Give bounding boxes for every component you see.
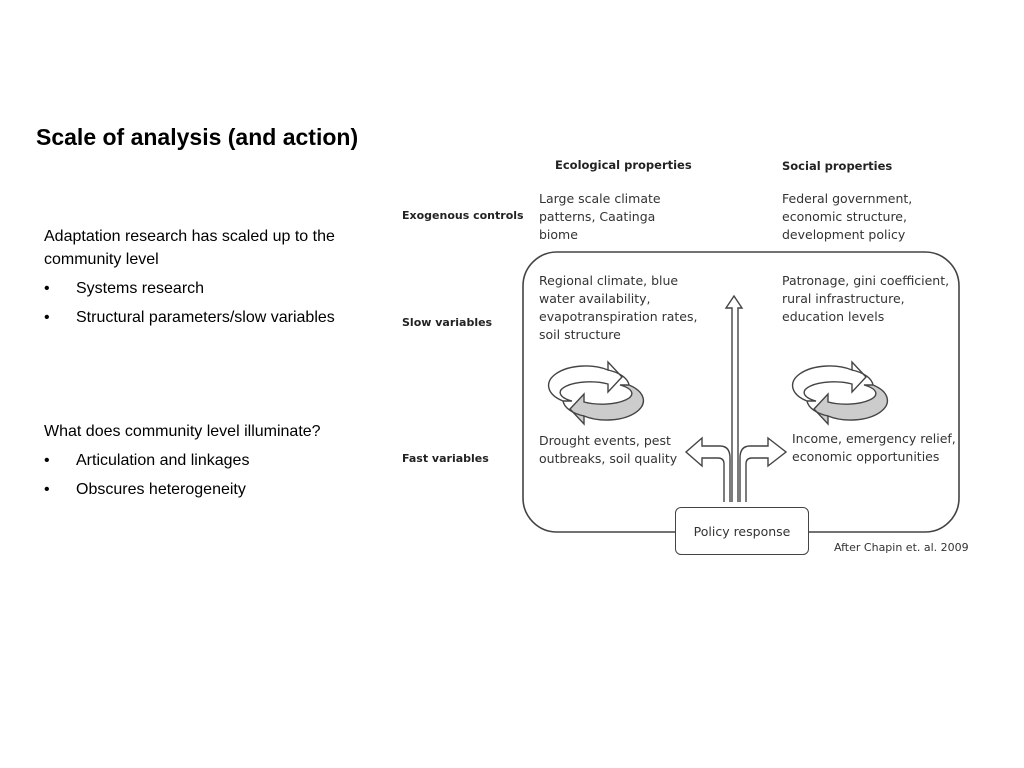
diagram-graphics xyxy=(522,251,960,533)
text-line: outbreaks, soil quality xyxy=(539,451,678,466)
text-block-community: What does community level illuminate? • A… xyxy=(44,420,384,504)
bullet-mark: • xyxy=(44,280,50,297)
text-line: soil structure xyxy=(539,327,621,342)
slide-title: Scale of analysis (and action) xyxy=(36,124,359,150)
header-ecological: Ecological properties xyxy=(555,158,692,172)
text-line: Income, emergency relief, xyxy=(792,431,956,446)
ecological-slow-text: Regional climate, blue water availabilit… xyxy=(539,272,697,344)
text-line: Regional climate, blue xyxy=(539,273,679,288)
list-item: • Articulation and linkages xyxy=(44,446,384,475)
up-arrow-icon xyxy=(724,294,744,502)
text-line: water availability, xyxy=(539,291,651,306)
text-line: rural infrastructure, xyxy=(782,291,905,306)
list-item: • Systems research xyxy=(44,274,384,303)
policy-response-box: Policy response xyxy=(675,507,809,555)
cycle-arrows-icon xyxy=(791,360,889,426)
cycle-arrows-icon xyxy=(547,360,645,426)
row-label-exogenous: Exogenous controls xyxy=(402,209,524,222)
social-slow-text: Patronage, gini coefficient, rural infra… xyxy=(782,272,949,326)
text-line: patterns, Caatinga xyxy=(539,209,656,224)
right-arrow-icon xyxy=(739,436,788,502)
block-intro: Adaptation research has scaled up to the… xyxy=(44,228,335,268)
text-line: Drought events, pest xyxy=(539,433,671,448)
text-line: Patronage, gini coefficient, xyxy=(782,273,950,288)
figure-credit: After Chapin et. al. 2009 xyxy=(834,541,969,554)
list-item-text: Structural parameters/slow variables xyxy=(76,309,335,326)
policy-response-label: Policy response xyxy=(693,523,791,539)
text-line: evapotranspiration rates, xyxy=(539,309,698,324)
bullet-mark: • xyxy=(44,481,50,498)
row-label-slow: Slow variables xyxy=(402,316,493,329)
header-social: Social properties xyxy=(782,159,893,173)
text-line: economic structure, xyxy=(782,209,907,224)
list-item: • Structural parameters/slow variables xyxy=(44,303,384,332)
text-line: economic opportunities xyxy=(792,449,940,464)
text-line: development policy xyxy=(782,227,906,242)
list-item: • Obscures heterogeneity xyxy=(44,475,384,504)
text-line: Large scale climate xyxy=(539,191,661,206)
social-ecological-diagram: Ecological properties Social properties … xyxy=(398,148,998,568)
left-arrow-icon xyxy=(684,436,731,502)
social-exogenous-text: Federal government, economic structure, … xyxy=(782,190,912,244)
bullet-mark: • xyxy=(44,452,50,469)
block-intro: What does community level illuminate? xyxy=(44,423,321,440)
list-item-text: Articulation and linkages xyxy=(76,452,250,469)
text-block-adaptation: Adaptation research has scaled up to the… xyxy=(44,225,384,332)
text-line: Federal government, xyxy=(782,191,913,206)
ecological-fast-text: Drought events, pest outbreaks, soil qua… xyxy=(539,432,677,468)
list-item-text: Obscures heterogeneity xyxy=(76,481,246,498)
social-fast-text: Income, emergency relief, economic oppor… xyxy=(792,430,956,466)
bullet-mark: • xyxy=(44,309,50,326)
bullet-list: • Articulation and linkages • Obscures het… xyxy=(44,446,384,504)
text-line: education levels xyxy=(782,309,885,324)
text-line: biome xyxy=(539,227,578,242)
bullet-list: • Systems research • Structural parameters… xyxy=(44,274,384,332)
row-label-fast: Fast variables xyxy=(402,452,489,465)
ecological-exogenous-text: Large scale climate patterns, Caatinga b… xyxy=(539,190,661,244)
list-item-text: Systems research xyxy=(76,280,205,297)
